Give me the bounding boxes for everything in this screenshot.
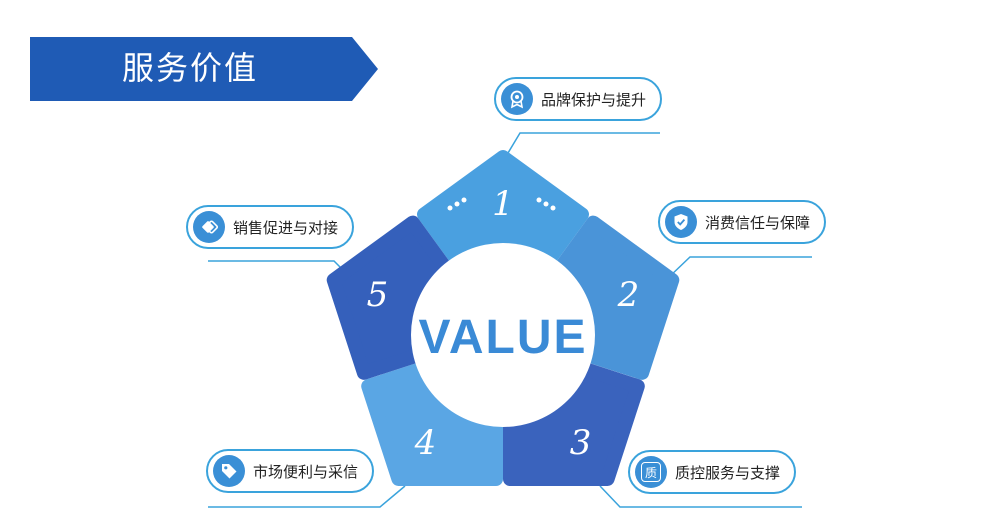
segment-number: 3 (570, 423, 592, 463)
label-text: 品牌保护与提升 (541, 90, 647, 109)
decorative-dots (447, 197, 556, 211)
center-value-label: VALUE (418, 311, 587, 364)
quality-glyph: 质 (641, 462, 661, 482)
segment-number: 2 (617, 275, 640, 315)
label-brand-protection: 品牌保护与提升 (494, 77, 663, 121)
segment-numbers: 1 2 3 4 5 (367, 184, 640, 463)
connector-line (667, 256, 812, 279)
connector-line (504, 132, 660, 159)
connector-line (208, 485, 406, 508)
center-circle (411, 243, 595, 427)
label-text: 市场便利与采信 (253, 462, 359, 481)
label-quality-control: 质 质控服务与支撑 (628, 450, 797, 494)
label-sales-promotion: 销售促进与对接 (186, 205, 355, 249)
award-badge-icon (501, 83, 533, 115)
label-text: 质控服务与支撑 (675, 463, 781, 482)
connector-lines (208, 132, 812, 508)
section-banner: 服务价值 (30, 37, 378, 101)
label-text: 消费信任与保障 (705, 213, 811, 232)
banner-arrow-shape (30, 37, 378, 101)
handshake-icon (193, 211, 225, 243)
segment-number: 5 (367, 275, 389, 315)
connector-line (599, 485, 802, 508)
label-consumer-trust: 消费信任与保障 (658, 200, 827, 244)
segment-number: 4 (414, 423, 437, 463)
quality-icon: 质 (635, 456, 667, 488)
connector-line (208, 260, 346, 273)
label-market-convenience: 市场便利与采信 (206, 449, 375, 493)
section-title: 服务价值 (122, 49, 259, 87)
shield-check-icon (665, 206, 697, 238)
label-text: 销售促进与对接 (233, 218, 339, 237)
segment-number: 1 (492, 184, 514, 224)
price-tag-icon (213, 455, 245, 487)
